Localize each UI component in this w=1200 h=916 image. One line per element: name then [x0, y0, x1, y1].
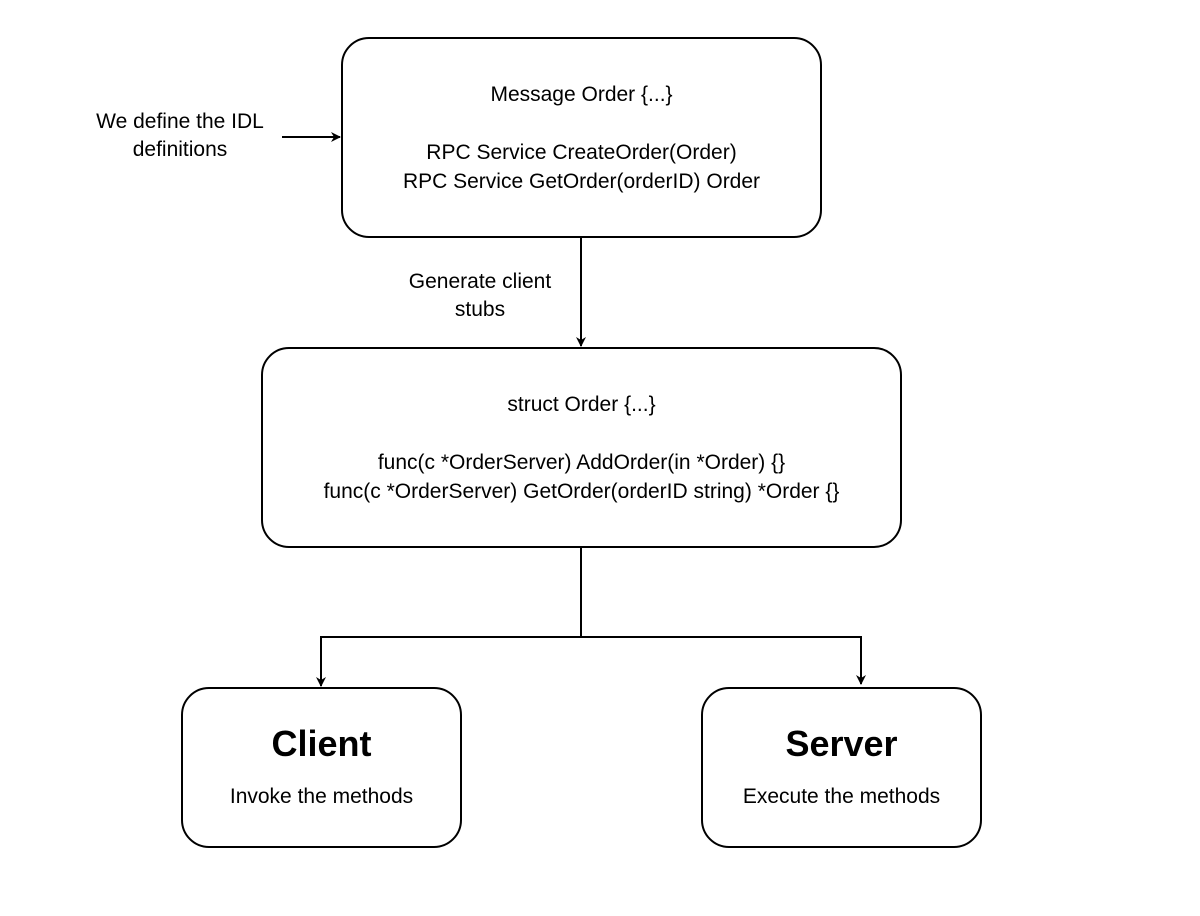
generate-label-line-2: stubs	[454, 298, 506, 321]
server-title: Server	[785, 723, 898, 764]
idl-label-line-2: definitions	[132, 138, 228, 161]
stub-func-line-1: func(c *OrderServer) AddOrder(in *Order)…	[377, 450, 786, 474]
generated-stub-box: struct Order {...} func(c *OrderServer) …	[261, 347, 902, 548]
idl-rpc-line-2: RPC Service GetOrder(orderID) Order	[402, 169, 761, 193]
generate-stubs-label: Generate client stubs	[380, 268, 580, 324]
idl-label-line-1: We define the IDL	[96, 110, 264, 133]
stub-func-line-2: func(c *OrderServer) GetOrder(orderID st…	[323, 479, 840, 503]
server-box: Server Execute the methods	[701, 687, 982, 848]
arrow-stubs-to-server	[581, 636, 866, 685]
client-description: Invoke the methods	[229, 785, 414, 808]
idl-rpc-line-1: RPC Service CreateOrder(Order)	[426, 140, 737, 164]
idl-definition-label: We define the IDL definitions	[60, 108, 300, 164]
generate-label-line-1: Generate client	[408, 270, 552, 293]
stub-struct-line: struct Order {...}	[507, 392, 656, 416]
arrow-stubs-to-client	[316, 547, 582, 687]
server-description: Execute the methods	[742, 785, 941, 808]
client-title: Client	[271, 723, 372, 764]
client-box: Client Invoke the methods	[181, 687, 462, 848]
idl-message-line: Message Order {...}	[490, 82, 673, 106]
idl-definition-box: Message Order {...} RPC Service CreateOr…	[341, 37, 822, 238]
